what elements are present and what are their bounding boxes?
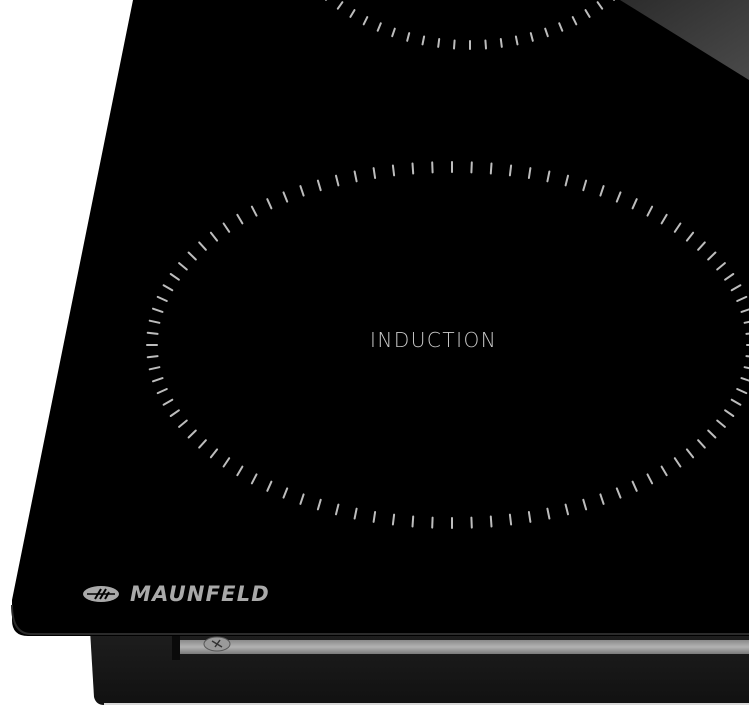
glass-reflection bbox=[620, 0, 749, 80]
brand-name: MAUNFELD bbox=[130, 582, 270, 606]
metal-trim bbox=[178, 640, 749, 654]
cooking-zone-rings bbox=[146, 0, 749, 529]
maunfeld-logo-icon bbox=[83, 586, 119, 602]
brand-logo: MAUNFELD bbox=[82, 582, 270, 606]
induction-label: INDUCTION bbox=[370, 328, 498, 352]
cooktop-housing bbox=[90, 630, 749, 705]
glass-surface bbox=[12, 0, 749, 636]
